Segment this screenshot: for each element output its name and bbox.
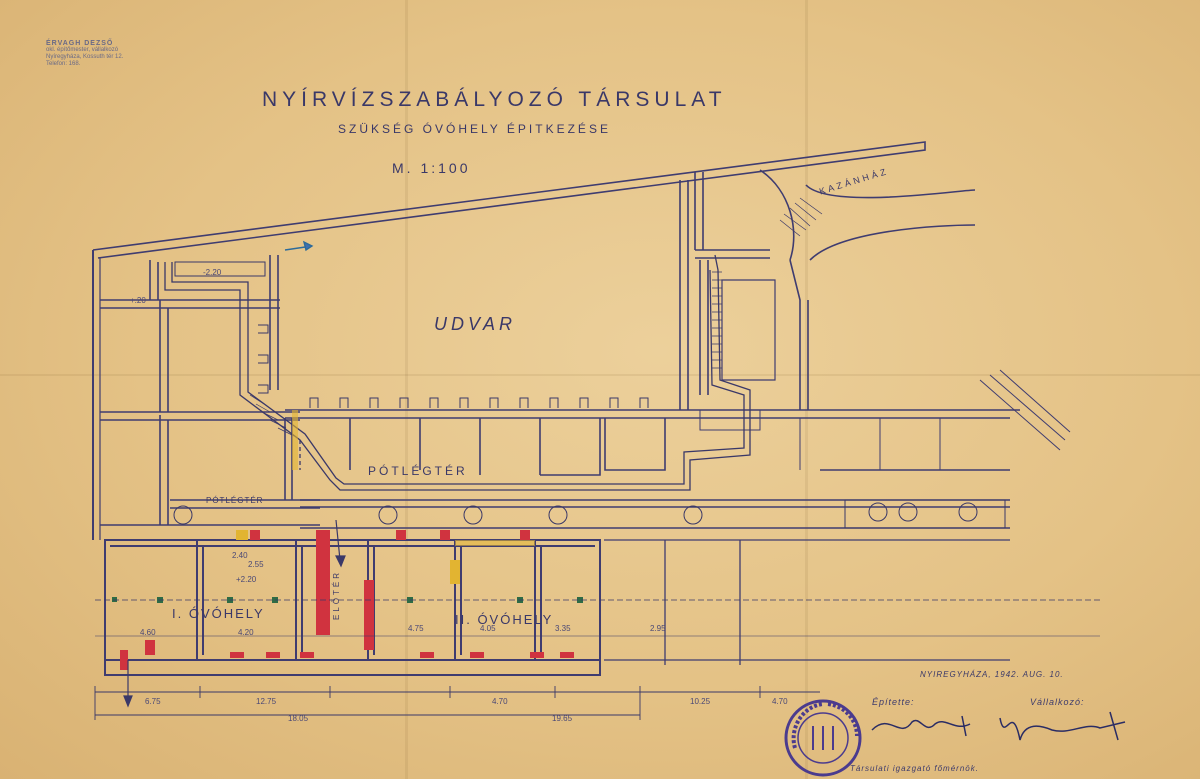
paper-fold-vertical bbox=[805, 0, 808, 779]
room-dimension: 2.95 bbox=[650, 624, 666, 633]
archive-stamp: ÉRVAGH DEZSŐ okl. építőmester, vállalkoz… bbox=[46, 40, 124, 67]
level-mark: +.20 bbox=[130, 296, 146, 305]
paper-fold-horizontal bbox=[0, 374, 1200, 376]
north-arrow bbox=[284, 240, 314, 252]
room-dimension: 3.35 bbox=[555, 624, 571, 633]
dimension-label: 18.05 bbox=[288, 714, 309, 723]
drafter-label: Építette: bbox=[872, 697, 915, 707]
room-dimension: 4.05 bbox=[480, 624, 496, 633]
shelter-2-label: II. ÓVÓHELY bbox=[455, 612, 554, 627]
dimension-label: 10.25 bbox=[690, 697, 711, 706]
stair-hatching bbox=[249, 197, 823, 437]
level-mark: +2.20 bbox=[236, 575, 257, 584]
room-dimension: 4.60 bbox=[140, 628, 156, 637]
room-dimension: 4.75 bbox=[408, 624, 424, 633]
room-dimension: 2.40 bbox=[232, 551, 248, 560]
north-boundary-wall bbox=[92, 141, 926, 259]
dimension-lines bbox=[94, 635, 1100, 720]
entry-arrows bbox=[123, 519, 346, 708]
drafter-signature bbox=[871, 715, 971, 737]
place-date-line: NYIREGYHÁZA, 1942. AUG. 10. bbox=[920, 670, 1064, 679]
dimension-label: 4.70 bbox=[492, 697, 508, 706]
contractor-label: Vállalkozó: bbox=[1030, 697, 1085, 707]
column-bases bbox=[173, 499, 1006, 529]
dimension-label: 12.75 bbox=[256, 697, 277, 706]
room-dimension: 2.55 bbox=[248, 560, 264, 569]
signatures bbox=[871, 711, 1126, 741]
shelter-1-label: I. ÓVÓHELY bbox=[172, 606, 265, 621]
yellow-marks bbox=[236, 410, 535, 584]
level-mark: -2.20 bbox=[203, 268, 222, 277]
room-dimension: 4.20 bbox=[238, 628, 254, 637]
drawing-scale: M. 1:100 bbox=[392, 160, 471, 176]
red-marks bbox=[120, 530, 574, 670]
airspace-label: PÓTLÉGTÉR bbox=[368, 464, 468, 478]
dimension-label: 4.70 bbox=[772, 697, 788, 706]
anteroom-label: ELŐTÉR bbox=[332, 569, 341, 620]
yard-label: UDVAR bbox=[434, 314, 517, 334]
dimension-label: 19.65 bbox=[552, 714, 573, 723]
drawing-subtitle: SZÜKSÉG ÓVÓHELY ÉPITKEZÉSE bbox=[338, 122, 611, 136]
director-label: Társulati igazgató főmérnök. bbox=[850, 764, 979, 773]
drawing-title: NYÍRVÍZSZABÁLYOZÓ TÁRSULAT bbox=[262, 88, 727, 111]
company-seal bbox=[784, 699, 862, 777]
airspace-small-label: PÓTLÉGTÉR bbox=[206, 496, 264, 505]
contractor-signature bbox=[999, 711, 1126, 741]
dimension-label: 6.75 bbox=[145, 697, 161, 706]
paper-fold-vertical bbox=[405, 0, 408, 779]
